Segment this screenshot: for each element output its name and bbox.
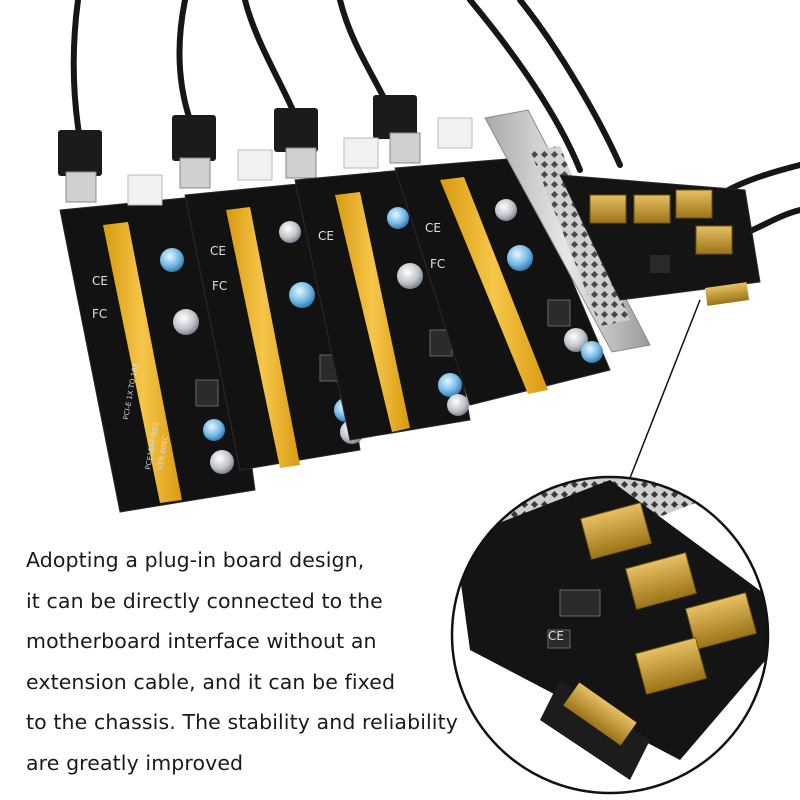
- svg-text:CE: CE: [92, 274, 108, 288]
- svg-text:FC: FC: [92, 307, 107, 321]
- usb-port-group: [589, 189, 733, 255]
- riser-card-4: CE FC: [394, 117, 611, 406]
- svg-text:CE: CE: [548, 629, 564, 643]
- caption-line-5: to the chassis. The stability and reliab…: [26, 710, 458, 734]
- usb-plugs: [58, 95, 421, 203]
- svg-text:CE: CE: [210, 244, 226, 258]
- riser-cards: CE FC CE FC CE: [59, 117, 611, 513]
- caption-line-1: Adopting a plug-in board design,: [26, 548, 365, 572]
- usb-plug-3: [274, 108, 318, 179]
- caption-line-4: extension cable, and it can be fixed: [26, 669, 396, 694]
- caption-line-2: it can be directly connected to the: [26, 588, 383, 613]
- usb-plug-1: [58, 130, 102, 203]
- caption-line-6: are greatly improved: [26, 750, 244, 775]
- zoom-detail-circle: CE: [450, 475, 770, 795]
- svg-text:FC: FC: [212, 279, 227, 293]
- svg-text:CE: CE: [425, 221, 441, 235]
- zoom-leader-line: [629, 299, 701, 479]
- usb-cables: [70, 0, 800, 235]
- svg-text:CE: CE: [318, 229, 334, 243]
- usb-plug-2: [172, 115, 216, 189]
- expansion-card: [484, 109, 761, 353]
- description-caption: Adopting a plug-in board design, it can …: [26, 540, 458, 783]
- zoom-usb-ports: [580, 502, 757, 695]
- usb-plug-4: [373, 95, 421, 164]
- svg-text:FC: FC: [430, 257, 445, 271]
- caption-line-3: motherboard interface without an: [26, 629, 377, 653]
